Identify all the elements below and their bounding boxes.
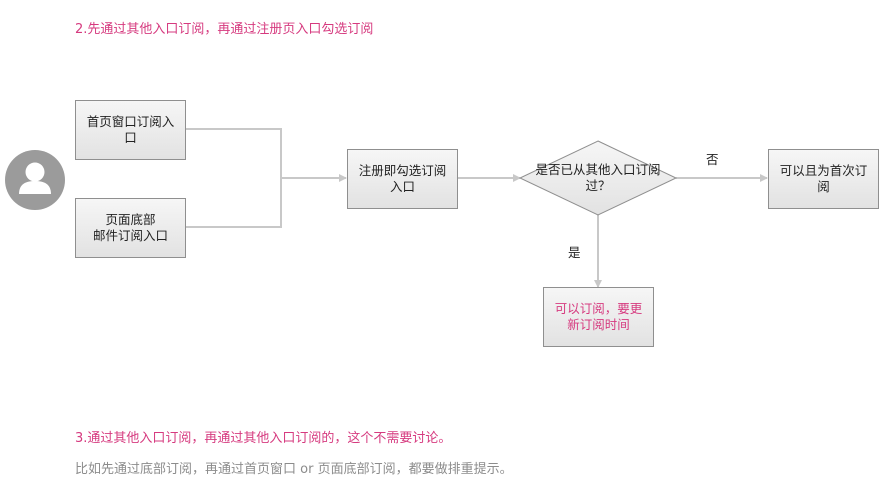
node-page-bottom-line1: 页面底部	[105, 212, 156, 227]
step3-note: 3.通过其他入口订阅，再通过其他入口订阅的，这个不需要讨论。	[75, 431, 452, 446]
node-update-time: 可以订阅，要更 新订阅时间	[543, 287, 654, 347]
edge-label-no: 否	[706, 152, 719, 167]
node-register-checkbox: 注册即勾选订阅 入口	[347, 149, 458, 209]
decision-diamond	[518, 140, 678, 216]
node-first-subscription-line1: 可以且为首次订	[779, 163, 868, 178]
edge-label-yes: 是	[568, 245, 581, 260]
decision-label: 是否已从其他入口订阅 过？	[520, 162, 676, 194]
node-page-bottom: 页面底部 邮件订阅入口	[75, 198, 186, 258]
step2-note: 2.先通过其他入口订阅，再通过注册页入口勾选订阅	[75, 22, 374, 37]
node-update-time-line1: 可以订阅，要更	[554, 301, 643, 316]
node-first-subscription: 可以且为首次订 阅	[768, 149, 879, 209]
node-homepage-window: 首页窗口订阅入 口	[75, 100, 186, 160]
connector-bottom-merge	[185, 178, 282, 228]
connector-homepage-merge	[185, 128, 282, 178]
node-homepage-window-line1: 首页窗口订阅入	[86, 114, 175, 129]
decision-line1: 是否已从其他入口订阅	[535, 162, 661, 177]
decision-line2: 过？	[585, 178, 611, 193]
node-homepage-window-line2: 口	[124, 130, 137, 145]
example-note: 比如先通过底部订阅，再通过首页窗口 or 页面底部订阅，都要做排重提示。	[75, 462, 513, 477]
user-avatar-icon	[4, 149, 66, 211]
node-first-subscription-line2: 阅	[817, 179, 830, 194]
node-register-checkbox-line1: 注册即勾选订阅	[358, 163, 447, 178]
node-update-time-line2: 新订阅时间	[567, 317, 630, 332]
node-page-bottom-line2: 邮件订阅入口	[92, 228, 168, 243]
node-register-checkbox-line2: 入口	[389, 179, 415, 194]
